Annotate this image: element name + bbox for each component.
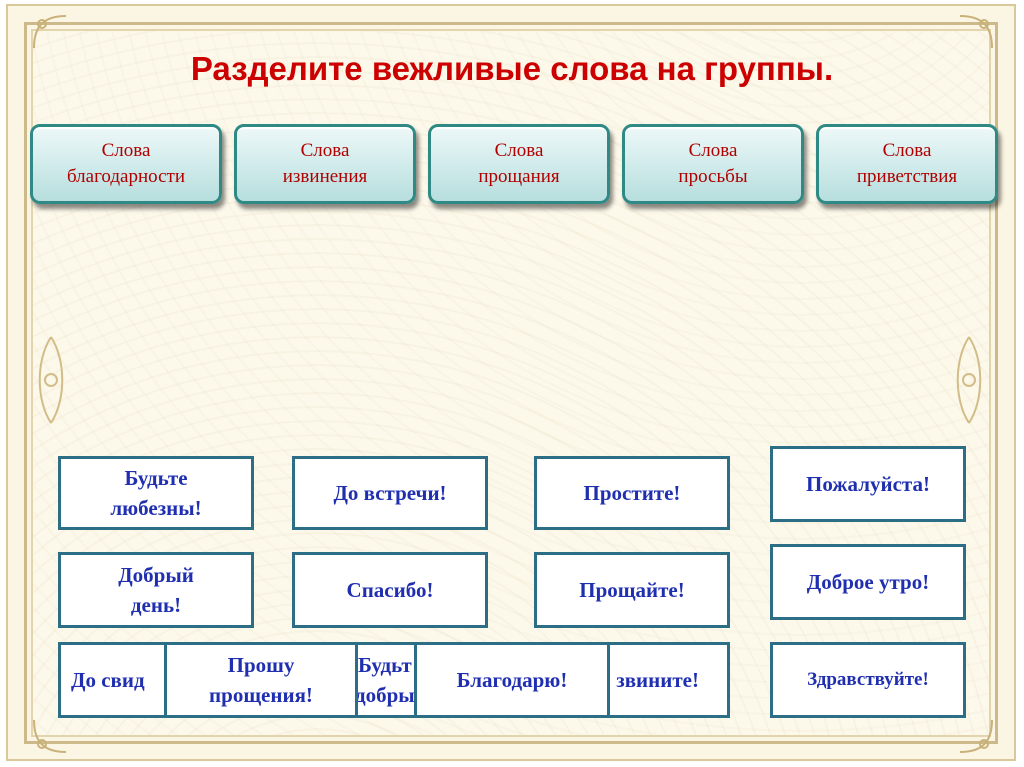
corner-ornament-icon xyxy=(959,719,993,753)
category-request[interactable]: Слова просьбы xyxy=(622,124,804,204)
category-label: Слова прощания xyxy=(478,140,560,187)
category-label: Слова просьбы xyxy=(678,140,748,187)
corner-ornament-icon xyxy=(959,15,993,49)
word-card-dobroe-utro[interactable]: Доброе утро! xyxy=(770,544,966,620)
word-card-zdravstvuyte[interactable]: Здравствуйте! xyxy=(770,642,966,718)
word-card-do-vstrechi[interactable]: До встречи! xyxy=(292,456,488,530)
category-gratitude[interactable]: Слова благодарности xyxy=(30,124,222,204)
category-farewell[interactable]: Слова прощания xyxy=(428,124,610,204)
page-title: Разделите вежливые слова на группы. xyxy=(190,50,834,87)
word-card-spasibo[interactable]: Спасибо! xyxy=(292,552,488,628)
corner-ornament-icon xyxy=(33,719,67,753)
category-greeting[interactable]: Слова приветствия xyxy=(816,124,998,204)
word-card-bud-lyubezny[interactable]: Будьте любезны! xyxy=(58,456,254,530)
word-card-blagodaryu[interactable]: Благодарю! xyxy=(414,642,610,718)
side-ornament-icon xyxy=(956,336,982,424)
category-label: Слова извинения xyxy=(282,140,368,187)
side-ornament-icon xyxy=(38,336,64,424)
corner-ornament-icon xyxy=(33,15,67,49)
word-card-pozhaluysta[interactable]: Пожалуйста! xyxy=(770,446,966,522)
word-card-proshu-proshcheniya[interactable]: Прошу прощения! xyxy=(164,642,358,718)
category-apology[interactable]: Слова извинения xyxy=(234,124,416,204)
word-card-prostite[interactable]: Простите! xyxy=(534,456,730,530)
word-card-dobry-den[interactable]: Добрый день! xyxy=(58,552,254,628)
category-label: Слова благодарности xyxy=(66,140,186,187)
word-card-proshchayte[interactable]: Прощайте! xyxy=(534,552,730,628)
category-label: Слова приветствия xyxy=(856,140,958,187)
